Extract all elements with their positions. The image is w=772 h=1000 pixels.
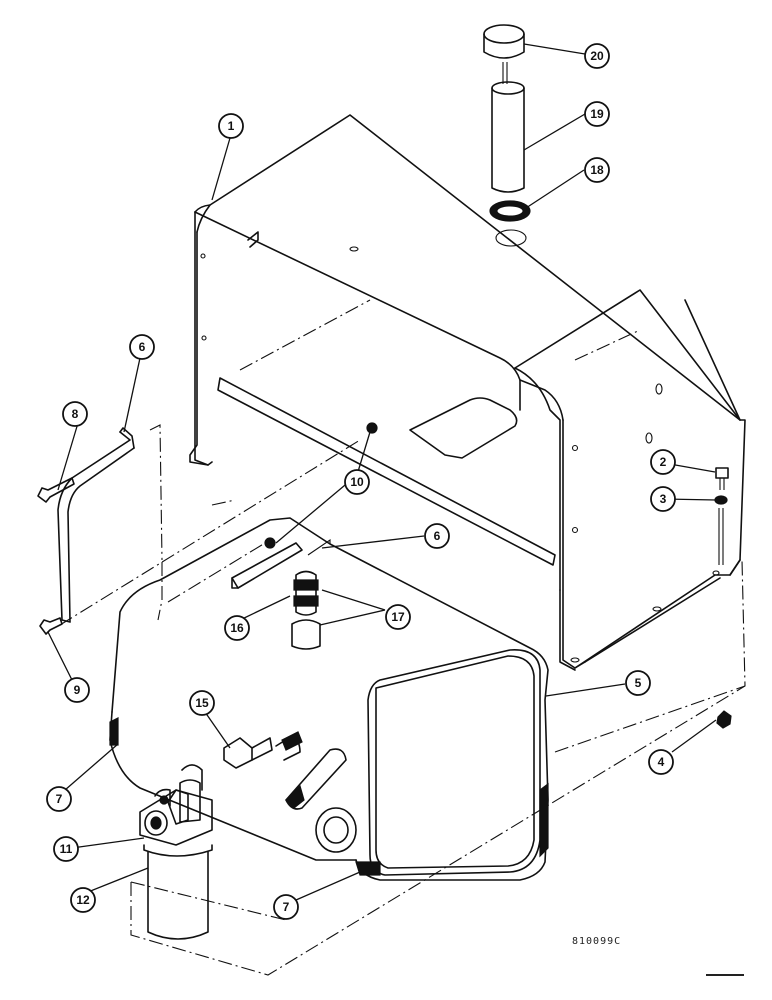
callout-16: 16 bbox=[224, 615, 250, 641]
filter-head bbox=[139, 764, 213, 846]
callout-number: 6 bbox=[139, 340, 146, 354]
callout-7-left: 7 bbox=[46, 786, 72, 812]
callout-7-bottom: 7 bbox=[273, 894, 299, 920]
callout-number: 6 bbox=[434, 529, 441, 543]
callout-12: 12 bbox=[70, 887, 96, 913]
screw bbox=[39, 617, 63, 635]
callout-number: 11 bbox=[60, 842, 73, 856]
callout-number: 18 bbox=[590, 163, 604, 177]
bolt bbox=[37, 477, 75, 503]
callout-3: 3 bbox=[650, 486, 676, 512]
filler-cap bbox=[483, 24, 525, 84]
callout-number: 8 bbox=[72, 407, 79, 421]
callout-number: 19 bbox=[590, 107, 604, 121]
hydraulic-tank bbox=[109, 517, 549, 881]
callout-5: 5 bbox=[625, 670, 651, 696]
callout-9: 9 bbox=[64, 677, 90, 703]
callout-1: 1 bbox=[218, 113, 244, 139]
callout-number: 17 bbox=[391, 610, 405, 624]
filter-element bbox=[143, 844, 213, 940]
callout-6-lower: 6 bbox=[424, 523, 450, 549]
corner-mark bbox=[706, 974, 744, 976]
callout-number: 3 bbox=[660, 492, 667, 506]
callout-11: 11 bbox=[53, 836, 79, 862]
callout-18: 18 bbox=[584, 157, 610, 183]
leader-lines bbox=[47, 43, 717, 901]
fitting bbox=[223, 731, 303, 769]
filler-adapter bbox=[489, 200, 531, 222]
callout-number: 15 bbox=[195, 696, 209, 710]
callout-number: 4 bbox=[658, 755, 665, 769]
callout-number: 16 bbox=[230, 621, 244, 635]
callout-number: 7 bbox=[56, 792, 63, 806]
callout-number: 2 bbox=[660, 455, 667, 469]
shroud-cover bbox=[189, 114, 746, 671]
callout-number: 5 bbox=[635, 676, 642, 690]
nuts bbox=[264, 422, 378, 549]
callout-15: 15 bbox=[189, 690, 215, 716]
callout-17: 17 bbox=[385, 604, 411, 630]
callout-19: 19 bbox=[584, 101, 610, 127]
callout-number: 7 bbox=[283, 900, 290, 914]
callout-number: 9 bbox=[74, 683, 81, 697]
base-frame-outline bbox=[59, 439, 746, 976]
callout-number: 20 bbox=[590, 49, 604, 63]
callout-10: 10 bbox=[344, 469, 370, 495]
callout-4: 4 bbox=[648, 749, 674, 775]
callout-number: 12 bbox=[76, 893, 90, 907]
callout-2: 2 bbox=[650, 449, 676, 475]
hardware-right bbox=[714, 467, 732, 729]
callout-20: 20 bbox=[584, 43, 610, 69]
callout-6-upper: 6 bbox=[129, 334, 155, 360]
callout-number: 1 bbox=[228, 119, 235, 133]
drawing-number: 810099C bbox=[572, 936, 622, 947]
callout-number: 10 bbox=[350, 475, 364, 489]
tank-strap bbox=[57, 299, 371, 623]
callout-8: 8 bbox=[62, 401, 88, 427]
filler-tube bbox=[491, 81, 525, 193]
